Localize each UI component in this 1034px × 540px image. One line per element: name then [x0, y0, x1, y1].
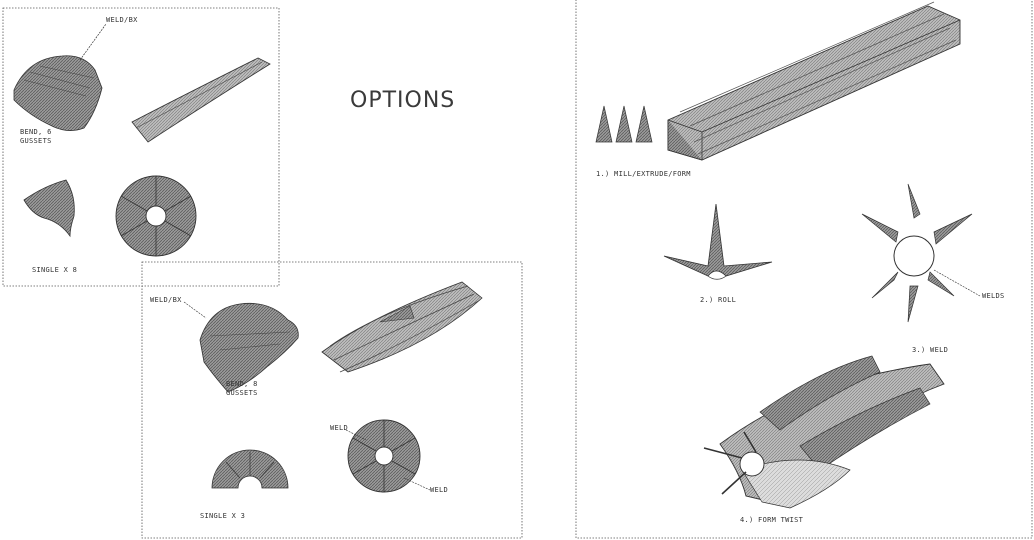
panel-a-weld-callout: WELD/BX [106, 16, 138, 24]
step-2-label: 2.) ROLL [700, 296, 737, 304]
fin-profiles [595, 105, 653, 143]
curved-bar-single [131, 57, 271, 143]
gusset-plate-curved [13, 23, 107, 131]
rolled-star [663, 203, 773, 280]
semi-disc [211, 449, 289, 489]
step-3-label: 3.) WELD [912, 346, 949, 354]
panel-b-border [141, 261, 523, 539]
panel-b-weld-label-bottom: WELD [430, 486, 449, 494]
panel-a-caption: SINGLE X 8 [32, 266, 78, 274]
right-panel-border [575, 0, 1033, 539]
panel-b-weld-callout: WELD/BX [150, 296, 182, 304]
panel-a-bend-text-1: BEND, 6 [20, 128, 52, 136]
panel-b-weld-label-top: WELD [330, 424, 349, 432]
page-title: OPTIONS [350, 88, 456, 113]
panel-b-bend-text-1: BEND, 8 [226, 380, 258, 388]
step-1-label: 1.) MILL/EXTRUDE/FORM [596, 170, 691, 178]
panel-b-bend-text-2: GUSSETS [226, 389, 258, 397]
panel-a-border [2, 7, 280, 287]
panel-a-bend-text-2: GUSSETS [20, 137, 52, 145]
welded-star [861, 183, 981, 323]
fan-segment-single [23, 179, 75, 238]
twisted-bundle-small [321, 281, 483, 373]
ring-disc-single [115, 175, 197, 257]
ring-disc-welded [345, 419, 431, 493]
panel-b-caption: SINGLE X 3 [200, 512, 246, 520]
step-3-weld-callout: WELDS [982, 292, 1005, 300]
twisted-form [703, 355, 945, 509]
extruded-channel [667, 1, 961, 161]
step-4-label: 4.) FORM TWIST [740, 516, 804, 524]
gusset-plate-wavy [183, 301, 299, 393]
